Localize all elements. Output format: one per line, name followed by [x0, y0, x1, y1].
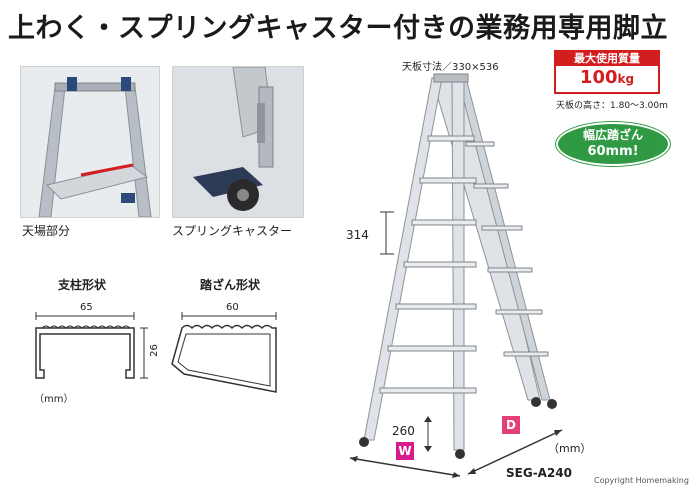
model-number: SEG-A240	[506, 466, 573, 480]
wide-step-line1: 幅広踏ざん	[582, 128, 643, 142]
wide-step-line2: 60mm!	[587, 144, 639, 159]
caster-photo	[172, 66, 304, 218]
top-size-label: 天板寸法／330×536	[402, 62, 499, 73]
max-load-unit: kg	[617, 72, 635, 86]
max-load-value-row: 100kg	[556, 66, 658, 91]
copyright: Copyright Homemaking	[594, 476, 689, 485]
top-platform-illustration	[21, 67, 159, 218]
max-load-badge: 最大使用質量 100kg	[554, 50, 660, 94]
depth-tag: D	[502, 416, 520, 434]
ladder-diagram	[349, 73, 563, 478]
ladder-unit-label: （mm）	[548, 442, 592, 455]
step-width-label: 60	[226, 302, 239, 313]
pillar-shape-diagram	[35, 312, 148, 379]
pillar-shape-title: 支柱形状	[58, 278, 107, 292]
mm-unit-label: （mm）	[34, 394, 74, 405]
bottom-gap-label: 260	[392, 424, 415, 438]
step-shape-title: 踏ざん形状	[200, 278, 261, 292]
height-range: 天板の高さ：1.80〜3.00m	[556, 101, 668, 111]
step-pitch-label: 314	[346, 228, 369, 242]
top-platform-caption: 天場部分	[22, 224, 71, 238]
max-load-header: 最大使用質量	[556, 52, 658, 66]
caster-illustration	[173, 66, 303, 217]
top-platform-photo	[20, 66, 160, 218]
pillar-width-label: 65	[80, 302, 93, 313]
step-shape-diagram	[171, 312, 277, 393]
max-load-value: 100	[579, 67, 618, 88]
wide-step-badge: 幅広踏ざん 60mm!	[556, 122, 670, 166]
width-tag: W	[396, 442, 414, 460]
page-title: 上わく・スプリングキャスター付きの業務用専用脚立	[8, 13, 668, 44]
caster-caption: スプリングキャスター	[172, 224, 293, 238]
